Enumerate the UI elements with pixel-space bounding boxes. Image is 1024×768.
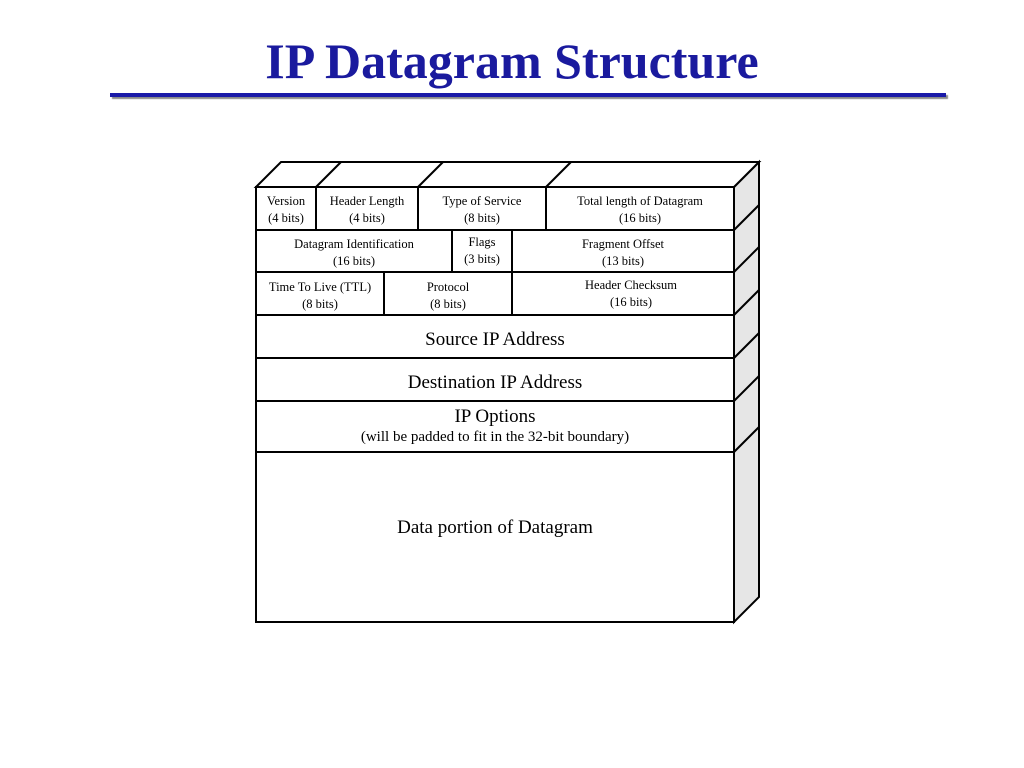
field-type-of-service: Type of Service (8 bits): [418, 193, 546, 227]
field-bits: (13 bits): [601, 254, 644, 268]
field-bits: (16 bits): [618, 211, 661, 225]
field-flags: Flags (3 bits): [452, 234, 512, 268]
side-divider: [733, 426, 760, 453]
side-divider: [733, 332, 760, 359]
front-face: [255, 186, 735, 623]
side-divider: [733, 204, 760, 231]
title-underline: [110, 93, 946, 97]
field-bits: (3 bits): [464, 252, 500, 266]
field-name: Version: [266, 194, 306, 208]
field-name: Total length of Datagram: [577, 194, 703, 208]
field-identification: Datagram Identification (16 bits): [256, 236, 452, 270]
page-title: IP Datagram Structure: [265, 33, 759, 89]
top-face: [253, 161, 762, 188]
field-name: Type of Service: [442, 194, 522, 208]
field-note: (will be padded to fit in the 32-bit bou…: [360, 429, 630, 445]
field-destination-ip: Destination IP Address: [256, 372, 734, 394]
field-bits: (16 bits): [332, 254, 375, 268]
field-bits: (4 bits): [349, 211, 385, 225]
field-bits: (8 bits): [464, 211, 500, 225]
field-name: Header Checksum: [585, 278, 677, 292]
field-protocol: Protocol (8 bits): [384, 279, 512, 313]
field-ttl: Time To Live (TTL) (8 bits): [256, 279, 384, 313]
field-bits: (4 bits): [268, 211, 304, 225]
side-divider: [733, 289, 760, 316]
field-name: Source IP Address: [425, 329, 565, 350]
field-data: Data portion of Datagram: [256, 517, 734, 539]
field-bits: (8 bits): [430, 297, 466, 311]
field-name: Protocol: [426, 280, 470, 294]
field-name: Destination IP Address: [407, 372, 583, 393]
field-source-ip: Source IP Address: [256, 329, 734, 351]
side-divider: [733, 375, 760, 402]
field-version: Version (4 bits): [256, 193, 316, 227]
field-name: Datagram Identification: [294, 237, 414, 251]
field-name: IP Options: [454, 406, 536, 427]
field-bits: (16 bits): [609, 295, 652, 309]
field-checksum: Header Checksum (16 bits): [512, 277, 750, 311]
field-bits: (8 bits): [302, 297, 338, 311]
top-divider: [545, 161, 572, 188]
field-name: Data portion of Datagram: [397, 517, 593, 538]
field-header-length: Header Length (4 bits): [316, 193, 418, 227]
field-name: Fragment Offset: [581, 237, 665, 251]
side-face: [733, 159, 760, 625]
field-total-length: Total length of Datagram (16 bits): [546, 193, 734, 227]
top-divider: [315, 161, 342, 188]
field-fragment-offset: Fragment Offset (13 bits): [512, 236, 734, 270]
field-name: Time To Live (TTL): [268, 280, 372, 294]
field-name: Header Length: [329, 194, 405, 208]
top-divider: [417, 161, 444, 188]
side-divider: [733, 246, 760, 273]
field-name: Flags: [468, 235, 496, 249]
field-ip-options: IP Options (will be padded to fit in the…: [256, 406, 734, 446]
